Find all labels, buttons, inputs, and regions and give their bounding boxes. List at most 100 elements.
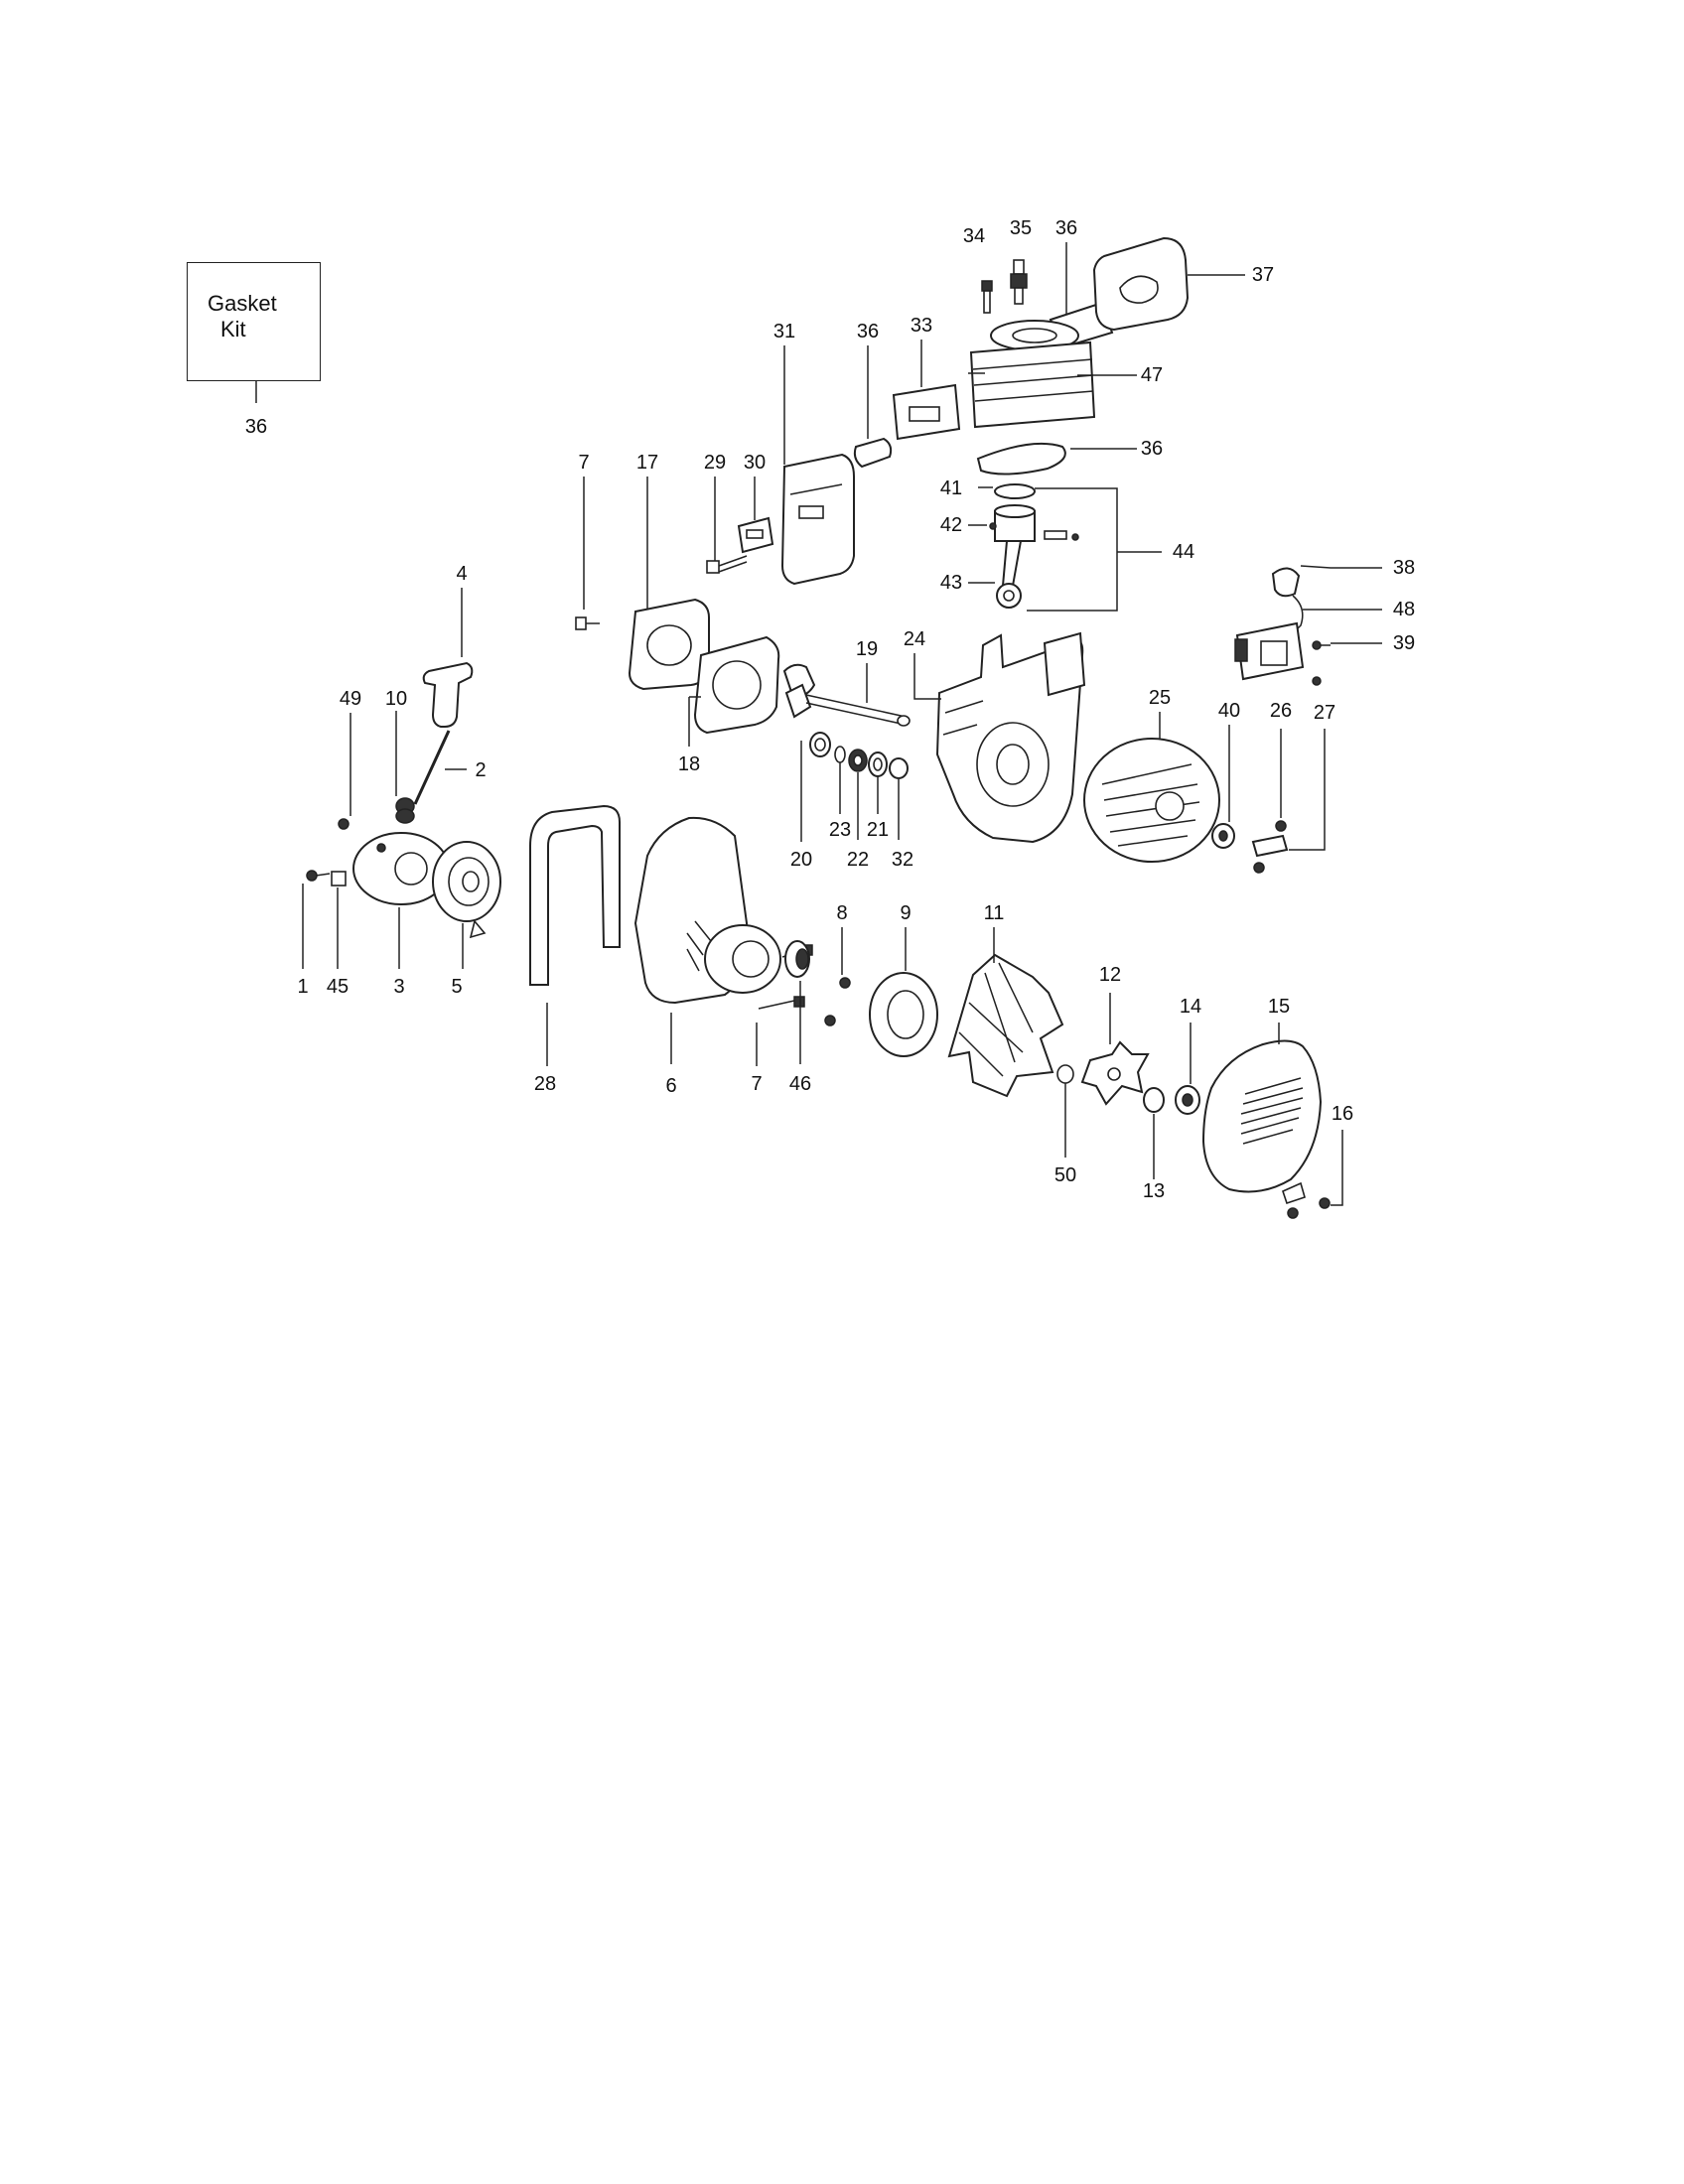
label-14: 14	[1180, 996, 1201, 1018]
label-3: 3	[393, 976, 404, 998]
leader-16	[1331, 1130, 1343, 1206]
part-21-bearing	[868, 751, 888, 777]
label-46: 46	[789, 1073, 811, 1095]
label-1: 1	[297, 976, 308, 998]
part-33-muffler-gasket	[892, 383, 961, 441]
label-28: 28	[534, 1073, 556, 1095]
label-44: 44	[1173, 541, 1194, 563]
part-7-screw-top	[575, 616, 600, 630]
part-31-muffler	[780, 453, 855, 586]
part-5-recoil-spring	[432, 841, 501, 939]
label-11: 11	[984, 902, 1005, 924]
label-36-top: 36	[1055, 217, 1077, 239]
leader-24	[913, 653, 941, 700]
label-6: 6	[665, 1075, 676, 1097]
label-7-bottom: 7	[751, 1073, 762, 1095]
label-23: 23	[829, 819, 851, 841]
part-11-impeller	[947, 953, 1064, 1098]
part-36-muffler-gasket	[853, 437, 893, 469]
part-36-base-gasket	[976, 442, 1066, 476]
label-27: 27	[1314, 702, 1335, 724]
part-12-ratchet	[1080, 1040, 1150, 1106]
label-13: 13	[1143, 1180, 1165, 1202]
label-47: 47	[1141, 364, 1163, 386]
part-34-screw	[981, 280, 993, 314]
gasket-kit-subtitle: Kit	[220, 317, 246, 341]
part-17-intake-adapter	[628, 598, 710, 691]
part-22-bearing	[848, 749, 868, 772]
gasket-kit-box: Gasket Kit	[187, 262, 321, 381]
part-32-seal	[889, 757, 909, 779]
label-33: 33	[911, 315, 932, 337]
label-50: 50	[1054, 1164, 1076, 1186]
leader-27	[1289, 729, 1326, 851]
part-30-muffler-plate	[737, 516, 774, 554]
label-34: 34	[963, 225, 985, 247]
part-27-pawl	[1251, 834, 1289, 858]
label-24: 24	[904, 628, 925, 650]
label-31: 31	[773, 321, 795, 342]
part-48-ignition-coil	[1234, 621, 1305, 681]
label-45: 45	[327, 976, 349, 998]
label-17: 17	[636, 452, 658, 474]
part-19-crankshaft	[782, 663, 911, 727]
label-36-mid: 36	[857, 321, 879, 342]
part-39-screw	[1312, 640, 1331, 686]
label-32: 32	[892, 849, 913, 871]
label-19: 19	[856, 638, 878, 660]
part-26-spring	[1253, 820, 1287, 874]
label-4: 4	[456, 563, 467, 585]
label-7-top: 7	[578, 452, 589, 474]
part-10-spring	[395, 797, 415, 824]
part-15-fan-cover	[1201, 1039, 1323, 1193]
part-29-bolt	[706, 555, 748, 574]
label-8: 8	[836, 902, 847, 924]
part-40-nut	[1211, 823, 1235, 849]
part-4-starter-handle	[422, 661, 474, 728]
label-5: 5	[451, 976, 462, 998]
part-25-flywheel	[1083, 738, 1220, 863]
part-42-circlip	[989, 522, 997, 530]
label-25: 25	[1149, 687, 1171, 709]
part-18-crankcase-gasket	[693, 635, 780, 735]
kit-ref-label: 36	[245, 416, 267, 438]
label-36-base: 36	[1141, 438, 1163, 460]
label-16: 16	[1332, 1103, 1353, 1125]
label-48: 48	[1393, 599, 1415, 620]
label-18: 18	[678, 753, 700, 775]
part-8-screw	[824, 977, 851, 1026]
label-10: 10	[385, 688, 407, 710]
leader-38	[1300, 565, 1382, 569]
label-38: 38	[1393, 557, 1415, 579]
part-45-pin	[331, 871, 347, 887]
part-1-screw	[306, 870, 331, 882]
label-41: 41	[940, 478, 962, 499]
label-30: 30	[744, 452, 766, 474]
label-39: 39	[1393, 632, 1415, 654]
part-41-piston-ring	[994, 483, 1036, 499]
part-piston	[994, 504, 1036, 542]
part-50-washer	[1056, 1064, 1074, 1084]
part-13-washer	[1143, 1087, 1165, 1113]
label-37: 37	[1252, 264, 1274, 286]
label-40: 40	[1218, 700, 1240, 722]
label-2: 2	[475, 759, 486, 781]
label-35: 35	[1010, 217, 1032, 239]
part-14-nut	[1175, 1085, 1200, 1115]
label-20: 20	[790, 849, 812, 871]
leader-44-bracket	[1027, 487, 1118, 612]
part-28-handle	[529, 804, 621, 986]
part-piston-pin	[1044, 530, 1079, 541]
part-2-starter-rope	[413, 730, 451, 805]
label-42: 42	[940, 514, 962, 536]
label-43: 43	[940, 572, 962, 594]
part-43-connecting-rod	[996, 540, 1023, 609]
part-35-spark-plug	[1010, 259, 1028, 305]
label-49: 49	[340, 688, 361, 710]
part-16-screw	[1282, 1181, 1331, 1219]
part-23-snap-ring	[834, 746, 846, 763]
label-15: 15	[1268, 996, 1290, 1018]
label-22: 22	[847, 849, 869, 871]
part-20-bearing	[809, 732, 831, 757]
